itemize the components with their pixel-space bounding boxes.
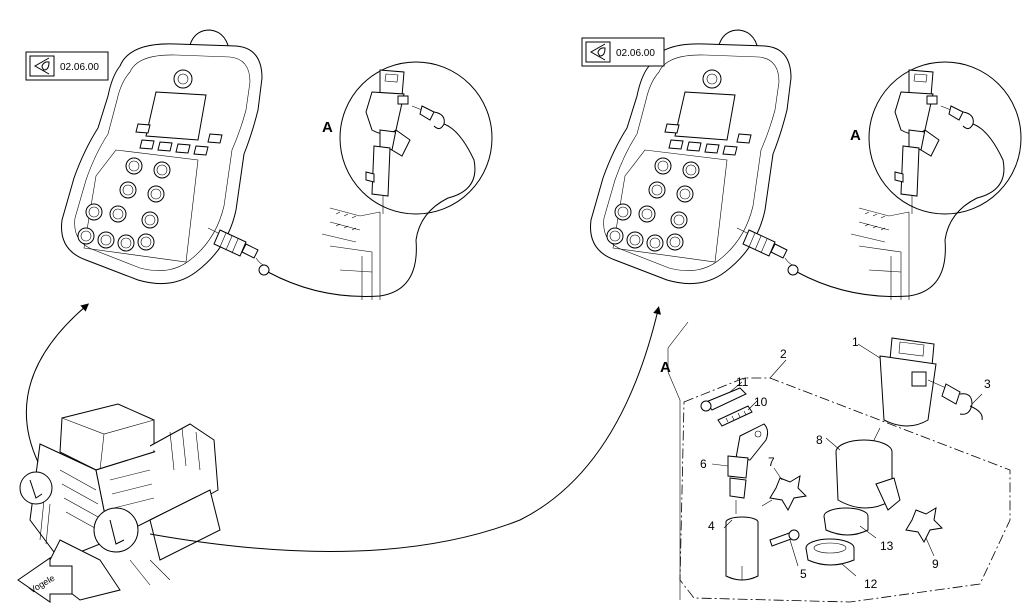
reference-code-left: 02.06.00 xyxy=(60,62,99,73)
part-number-11: 11 xyxy=(736,375,749,389)
part-number-13: 13 xyxy=(880,539,894,553)
part-11-pin xyxy=(700,387,747,412)
part-number-9: 9 xyxy=(932,557,939,571)
part-10-bolt xyxy=(717,405,753,427)
part-4-sleeve xyxy=(725,516,759,581)
callout-label-left: A xyxy=(322,119,333,136)
callout-label-right: A xyxy=(850,127,861,144)
part-number-5: 5 xyxy=(800,567,807,581)
eye-view-icon xyxy=(33,57,50,75)
part-number-8: 8 xyxy=(816,433,823,447)
exploded-view-label: A xyxy=(660,359,671,376)
brand-arrow-tag: Vogele xyxy=(17,557,73,603)
part-13-ring xyxy=(823,507,869,536)
remote-control-unit-left xyxy=(61,29,493,301)
part-6-hinge xyxy=(727,423,769,514)
part-number-6: 6 xyxy=(700,457,707,471)
part-number-2: 2 xyxy=(780,347,787,361)
exploded-view: A xyxy=(660,321,1011,603)
part-8-clamp xyxy=(835,427,901,511)
part-12-ring xyxy=(805,538,855,566)
reference-code-right: 02.06.00 xyxy=(616,48,655,59)
part-number-10: 10 xyxy=(754,395,768,409)
part-number-4: 4 xyxy=(708,519,715,533)
part-number-1: 1 xyxy=(852,335,859,349)
part-1-holder xyxy=(879,337,937,427)
reference-box-left: 02.06.00 xyxy=(25,51,109,81)
part-9-star-knob xyxy=(905,507,944,544)
part-number-12: 12 xyxy=(864,577,878,591)
reference-box-right: 02.06.00 xyxy=(581,37,665,67)
eye-view-icon xyxy=(589,43,606,61)
part-number-3: 3 xyxy=(984,377,991,391)
part-7-star-knob xyxy=(761,475,808,512)
remote-control-unit-right xyxy=(590,29,1022,301)
part-number-7: 7 xyxy=(768,455,775,469)
part-3-plug xyxy=(927,379,983,421)
part-5-screw xyxy=(769,529,800,547)
curved-arrow xyxy=(25,303,90,463)
curved-arrow xyxy=(149,306,661,552)
